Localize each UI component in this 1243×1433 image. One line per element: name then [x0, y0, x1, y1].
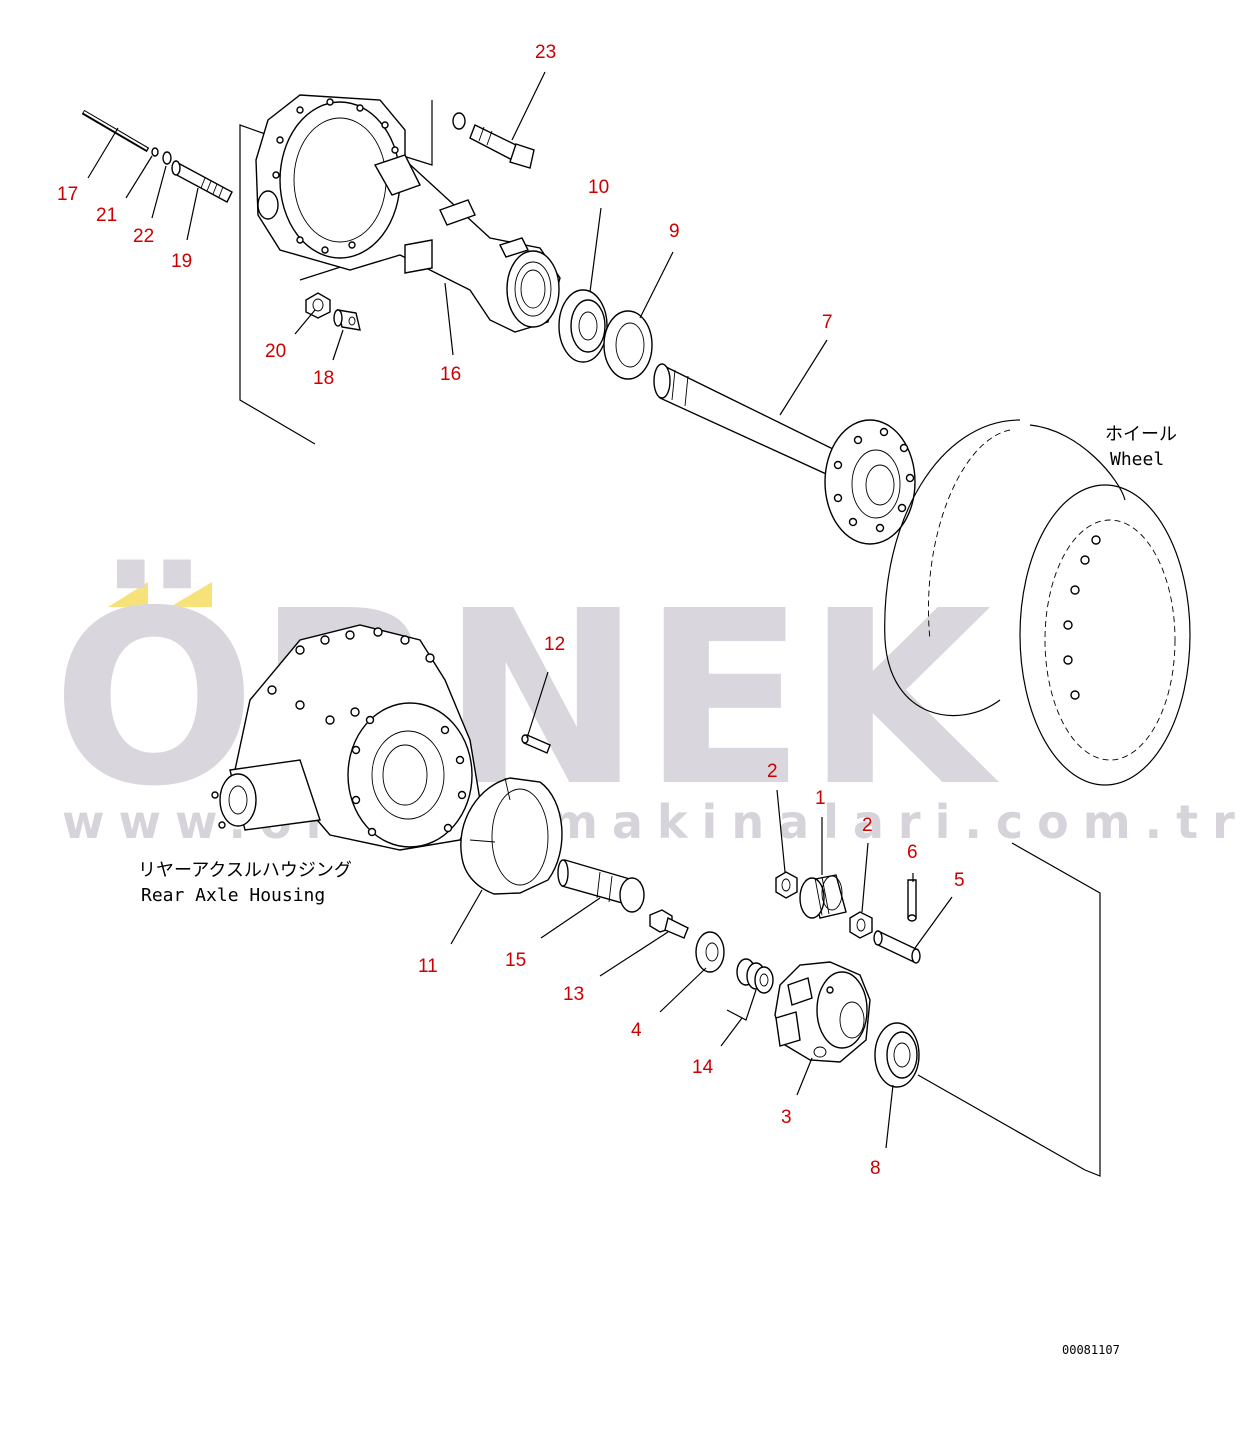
part-11-ring-gear: [460, 777, 563, 895]
callout-5: 5: [954, 870, 965, 891]
part-18-bushing: [333, 309, 361, 331]
callout-10: 10: [588, 177, 609, 198]
watermark-accent-right: [170, 582, 212, 607]
part-23-bolt: [469, 124, 535, 169]
callout-2-left: 2: [767, 761, 778, 782]
callout-9: 9: [669, 221, 680, 242]
part-6-pin: [907, 879, 917, 922]
part-2-nut-left: [775, 871, 798, 899]
part-5-cross-shaft: [873, 930, 921, 964]
part-4-washer: [695, 931, 725, 973]
part-1-pinion-gear: [799, 874, 847, 919]
part-17-breather-rod: [81, 109, 150, 153]
callout-14: 14: [692, 1057, 714, 1078]
callout-6: 6: [907, 842, 918, 863]
callout-3: 3: [781, 1107, 792, 1128]
callout-21: 21: [96, 205, 117, 226]
part-15-pinion-shaft: [557, 859, 645, 913]
part-19-breather: [171, 160, 233, 203]
part-16-axle-housing: [255, 94, 561, 333]
part-22-o-ring: [162, 151, 172, 165]
callout-20: 20: [265, 341, 286, 362]
rear-axle-housing-reference: [211, 624, 481, 851]
watermark-accent-left: [108, 582, 148, 607]
part-14-shims: [736, 958, 774, 994]
callout-17: 17: [57, 184, 78, 205]
part-13-bolt: [649, 909, 689, 939]
callout-numbers: 23 17 21 22 19 20 18 16 10 9 7 12 11 15 …: [57, 42, 965, 1179]
callout-12: 12: [544, 634, 565, 655]
part-20-nut: [305, 292, 331, 319]
drawing-number: 00081107: [1062, 1343, 1120, 1357]
callout-16: 16: [440, 364, 461, 385]
callout-19: 19: [171, 251, 192, 272]
callout-23: 23: [535, 42, 556, 63]
assembly-bracket-lower: [917, 842, 1101, 1177]
part-8-bearing: [874, 1022, 920, 1088]
callout-1: 1: [815, 788, 826, 809]
leader-lines: [87, 71, 953, 1149]
callout-11: 11: [418, 956, 438, 977]
callout-18: 18: [313, 368, 334, 389]
part-7-axle-shaft: [653, 363, 916, 545]
callout-4: 4: [631, 1020, 642, 1041]
housing-label-en: Rear Axle Housing: [141, 885, 325, 906]
wheel: [884, 419, 1191, 786]
wheel-label-jp: ホイール: [1105, 424, 1177, 445]
part-21-o-ring-small: [151, 147, 159, 157]
part-10-bearing: [558, 289, 608, 363]
part-2-nut-right: [849, 911, 873, 939]
part-23-washer: [452, 112, 466, 130]
callout-15: 15: [505, 950, 526, 971]
part-3-differential-case: [774, 961, 871, 1063]
callout-7: 7: [822, 312, 833, 333]
wheel-label-en: Wheel: [1110, 449, 1164, 470]
callout-13: 13: [563, 984, 584, 1005]
callout-8: 8: [870, 1158, 881, 1179]
part-9-spacer: [603, 310, 653, 380]
housing-label-jp: リヤーアクスルハウジング: [138, 860, 352, 881]
callout-22: 22: [133, 226, 154, 247]
callout-2-right: 2: [862, 815, 873, 836]
part-12-pin: [521, 734, 551, 754]
